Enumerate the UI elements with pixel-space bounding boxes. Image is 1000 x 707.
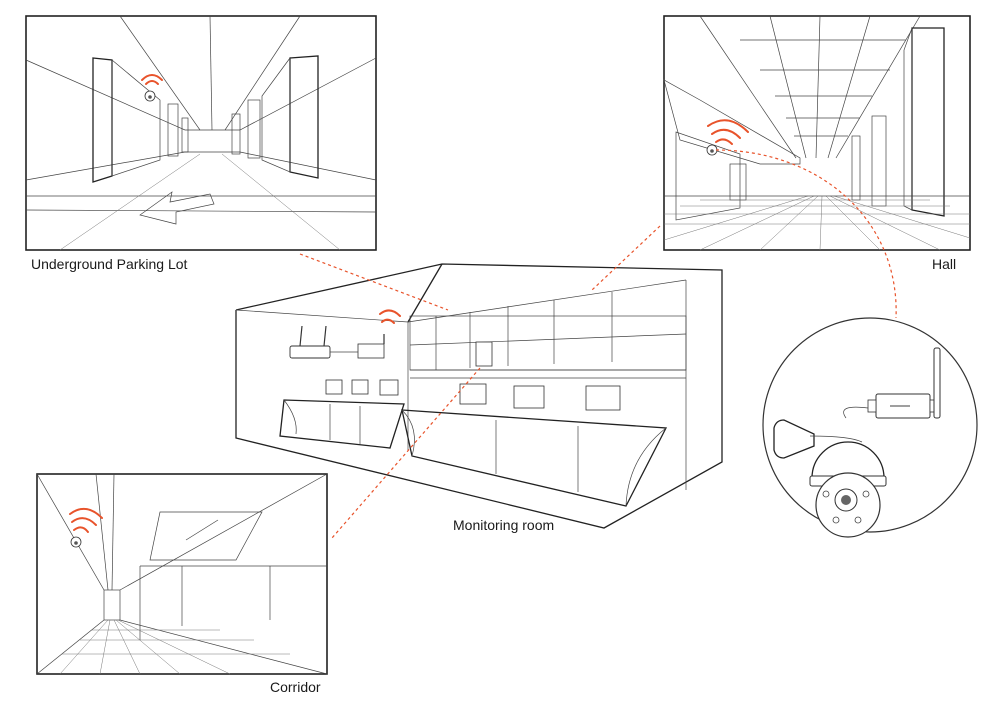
hall-scene <box>663 15 971 251</box>
monitoring-room-scene <box>235 263 723 529</box>
signal-links <box>299 149 897 539</box>
parking-lot-label: Underground Parking Lot <box>31 256 188 272</box>
monitor-icon <box>325 379 399 396</box>
parking-lot-scene <box>25 15 377 251</box>
wifi-signal-icon <box>379 309 401 324</box>
corridor-scene <box>36 473 328 675</box>
corridor-label: Corridor <box>270 679 321 695</box>
hall-label: Hall <box>932 256 957 272</box>
cctv-camera-icon <box>809 441 887 538</box>
camera-detail-callout <box>762 317 978 538</box>
cctv-camera-icon <box>70 536 82 548</box>
monitor-icon <box>459 383 621 411</box>
cctv-camera-icon <box>144 90 156 102</box>
cctv-camera-icon <box>706 144 718 156</box>
wifi-signal-icon <box>141 74 163 85</box>
wireless-router-icon <box>867 347 941 419</box>
wifi-signal-icon <box>707 119 749 145</box>
wifi-signal-icon <box>69 507 103 533</box>
video-wall <box>409 292 687 379</box>
console-desk-right <box>401 383 668 507</box>
monitoring-room-label: Monitoring room <box>453 517 555 533</box>
console-desk-left <box>279 379 405 449</box>
wireless-router-icon <box>289 325 385 359</box>
